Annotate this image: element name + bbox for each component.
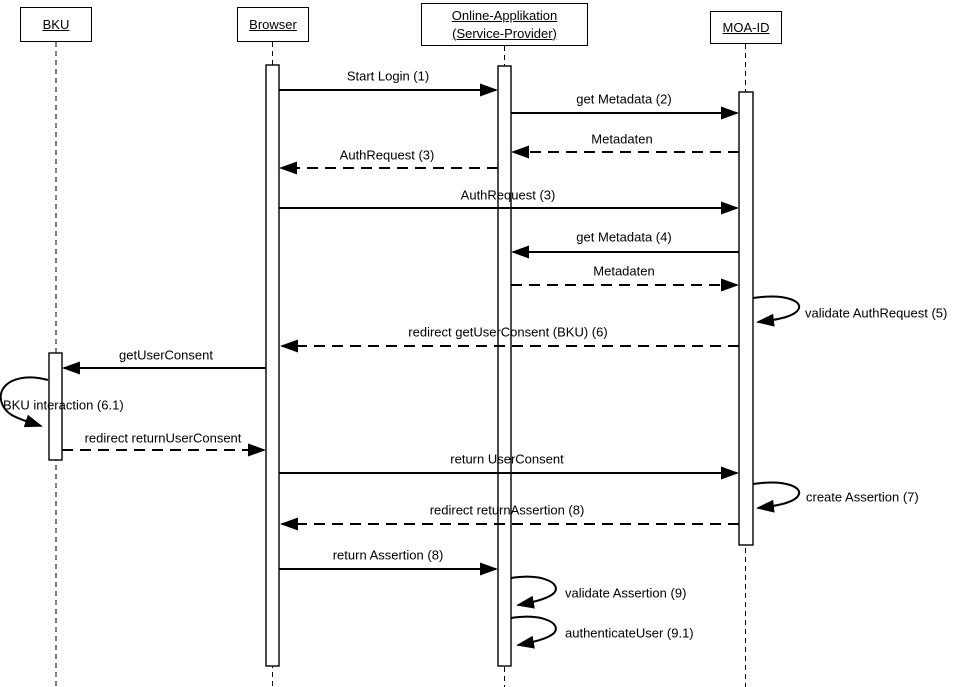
loop-validate-assertion — [510, 575, 557, 609]
message-label-start-login: Start Login (1) — [346, 68, 430, 84]
message-label-authrequest-solid: AuthRequest (3) — [460, 187, 556, 203]
message-label-redirect-returnassertion: redirect returnAssertion (8) — [429, 502, 585, 518]
message-label-authrequest-dashed: AuthRequest (3) — [339, 147, 435, 163]
message-label-redirect-getuserconsent: redirect getUserConsent (BKU) (6) — [408, 324, 608, 340]
activation-bar-online-applikation — [497, 65, 512, 667]
actor-box-moa-id: MOA-ID — [710, 11, 782, 44]
message-label-get-metadata-2: get Metadata (2) — [576, 91, 672, 107]
loop-create-assertion — [752, 481, 801, 513]
activation-bar-moa-id — [738, 91, 754, 546]
loop-bku-interaction — [0, 376, 49, 428]
message-label-get-metadata-4: get Metadata (4) — [576, 229, 672, 245]
actor-label-moa-id: MOA-ID — [722, 19, 770, 35]
message-label-return-userconsent: return UserConsent — [450, 451, 564, 467]
activation-bar-bku — [48, 352, 63, 461]
message-label-validate-assertion: validate Assertion (9) — [565, 585, 687, 601]
message-label-metadaten-2: Metadaten — [593, 263, 655, 279]
message-label-bku-interaction: BKU interaction (6.1) — [3, 397, 124, 413]
loop-authenticateuser — [510, 615, 557, 649]
message-label-authenticateuser: authenticateUser (9.1) — [565, 625, 694, 641]
message-label-getuserconsent: getUserConsent — [119, 347, 213, 363]
actor-box-bku: BKU — [20, 7, 92, 42]
actor-box-online-applikation: Online-Applikation (Service-Provider) — [421, 3, 588, 46]
message-label-return-assertion: return Assertion (8) — [332, 547, 444, 563]
message-label-validate-authrequest: validate AuthRequest (5) — [805, 305, 948, 321]
message-label-metadaten-1: Metadaten — [591, 131, 653, 147]
actor-label-bku: BKU — [42, 16, 70, 32]
loop-validate-authrequest — [752, 295, 801, 327]
actor-label-browser: Browser — [249, 16, 297, 32]
actor-box-browser: Browser — [237, 7, 309, 42]
activation-bar-browser — [265, 64, 280, 667]
message-label-create-assertion: create Assertion (7) — [806, 489, 919, 505]
message-label-redirect-returnuserconsent: redirect returnUserConsent — [84, 430, 242, 446]
actor-label-online-applikation: Online-Applikation (Service-Provider) — [451, 7, 558, 41]
